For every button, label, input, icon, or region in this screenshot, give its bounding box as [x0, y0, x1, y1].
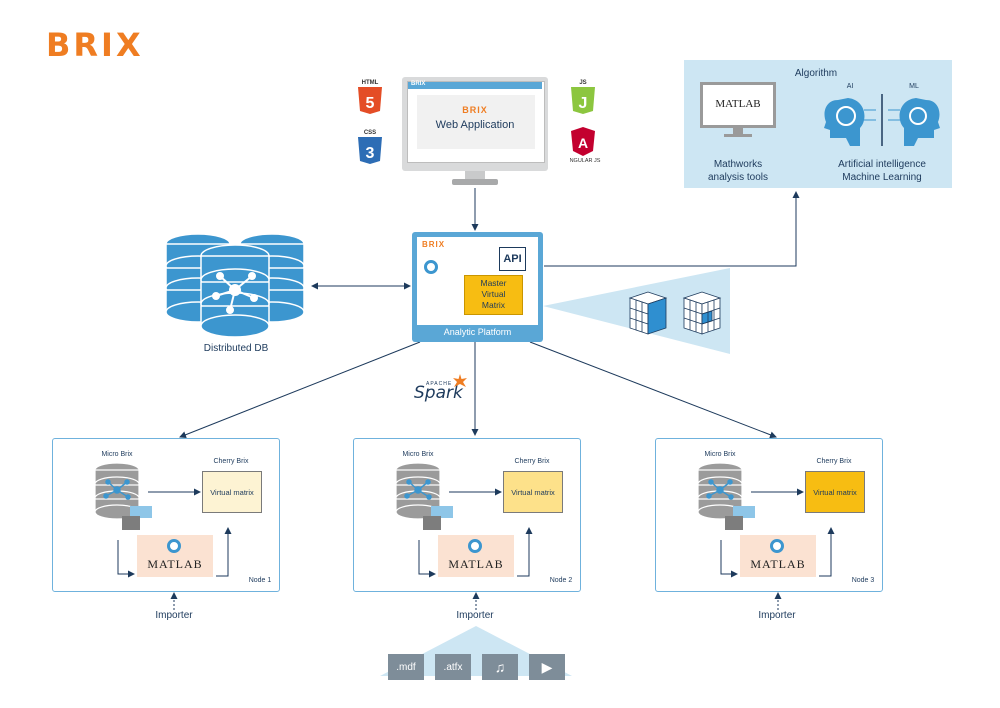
node-arrows	[418, 488, 533, 578]
spark-logo: Spark	[414, 383, 463, 403]
spark-star-icon	[453, 374, 467, 387]
api-box: API	[499, 247, 526, 271]
matlab-box: MATLAB	[137, 535, 213, 577]
brix-logo: BRIX	[46, 26, 144, 64]
screen-brand: BRIX	[411, 81, 426, 87]
svg-text:CSS: CSS	[364, 130, 376, 136]
node-label: Node 2	[549, 577, 573, 584]
arrow-platform-algorithm	[544, 191, 800, 267]
analytic-platform: BRIX API Master Virtual Matrix Analytic …	[412, 232, 543, 342]
platform-label: Analytic Platform	[443, 327, 512, 337]
virtual-matrix-box: Virtual matrix	[805, 471, 865, 513]
matlab-gear-icon	[770, 539, 784, 553]
platform-gear-icon	[424, 260, 438, 274]
micro-brix-db-icon	[395, 462, 453, 530]
micro-brix-label: Micro Brix	[101, 451, 133, 458]
cherry-brix-label: Cherry Brix	[816, 458, 852, 465]
matrix-line-3: Matrix	[481, 300, 506, 310]
svg-text:JS: JS	[579, 80, 586, 86]
ai-caption-1: Artificial intelligence	[838, 159, 926, 170]
arrow-node3	[529, 341, 777, 439]
video-icon: ▶	[529, 654, 565, 680]
cherry-brix-label: Cherry Brix	[213, 458, 249, 465]
cherry-brix-label: Cherry Brix	[514, 458, 550, 465]
node-arrows	[117, 488, 232, 578]
arrow-node1	[179, 341, 421, 439]
svg-text:J: J	[579, 95, 588, 112]
matlab-label: MATLAB	[448, 557, 504, 571]
virtual-matrix-box: Virtual matrix	[503, 471, 563, 513]
node-arrows	[720, 488, 835, 578]
micro-brix-db-icon	[697, 462, 755, 530]
platform-brand: BRIX	[422, 240, 446, 249]
svg-text:HTML: HTML	[362, 80, 379, 86]
micro-brix-label: Micro Brix	[704, 451, 736, 458]
js-angular-icons: JS J A NGULAR JS	[570, 80, 601, 164]
html5-icon: HTML 5 CSS 3	[358, 80, 382, 164]
ai-caption-2: Machine Learning	[842, 172, 922, 183]
node-label: Node 1	[248, 577, 272, 584]
apache-label: APACHE	[426, 381, 453, 387]
svg-text:A: A	[578, 135, 588, 151]
importer-label: Importer	[155, 610, 193, 621]
svg-text:5: 5	[366, 95, 375, 112]
mathworks-caption-2: analysis tools	[707, 172, 769, 183]
matlab-label: MATLAB	[147, 557, 203, 571]
importer-label: Importer	[456, 610, 494, 621]
atfx-file-icon: .atfx	[435, 654, 471, 680]
micro-brix-db-icon	[94, 462, 152, 530]
svg-text:NGULAR JS: NGULAR JS	[570, 158, 601, 164]
importer-label: Importer	[758, 610, 796, 621]
ai-label: AI	[846, 83, 854, 90]
importer-fan	[380, 626, 572, 676]
matlab-label: MATLAB	[750, 557, 806, 571]
svg-text:3: 3	[366, 145, 375, 162]
matlab-logo-text: MATLAB	[715, 98, 761, 110]
ai-ml-heads-icon	[824, 94, 940, 146]
matrix-line-1: Master	[480, 278, 507, 288]
distributed-db-label: Distributed DB	[203, 343, 269, 354]
mdf-file-icon: .mdf	[388, 654, 424, 680]
algorithm-title: Algorithm	[794, 68, 838, 79]
matlab-monitor: MATLAB	[700, 82, 776, 142]
matlab-gear-icon	[468, 539, 482, 553]
micro-brix-label: Micro Brix	[402, 451, 434, 458]
virtual-matrix-box: Virtual matrix	[202, 471, 262, 513]
master-virtual-matrix: Master Virtual Matrix	[464, 275, 523, 315]
mathworks-caption-1: Mathworks	[713, 159, 763, 170]
node-label: Node 3	[851, 577, 875, 584]
matlab-gear-icon	[167, 539, 181, 553]
web-app-brand: BRIX	[462, 105, 488, 115]
matlab-box: MATLAB	[740, 535, 816, 577]
web-app-monitor: BRIX BRIX Web Application	[402, 77, 548, 187]
matlab-box: MATLAB	[438, 535, 514, 577]
matrix-cubes-icon	[628, 291, 722, 335]
ml-label: ML	[909, 83, 919, 90]
distributed-db-icon	[165, 233, 305, 338]
node-box	[52, 438, 280, 592]
web-app-title: Web Application	[435, 119, 515, 131]
music-icon: ♫	[482, 654, 518, 680]
matrix-line-2: Virtual	[481, 289, 506, 299]
